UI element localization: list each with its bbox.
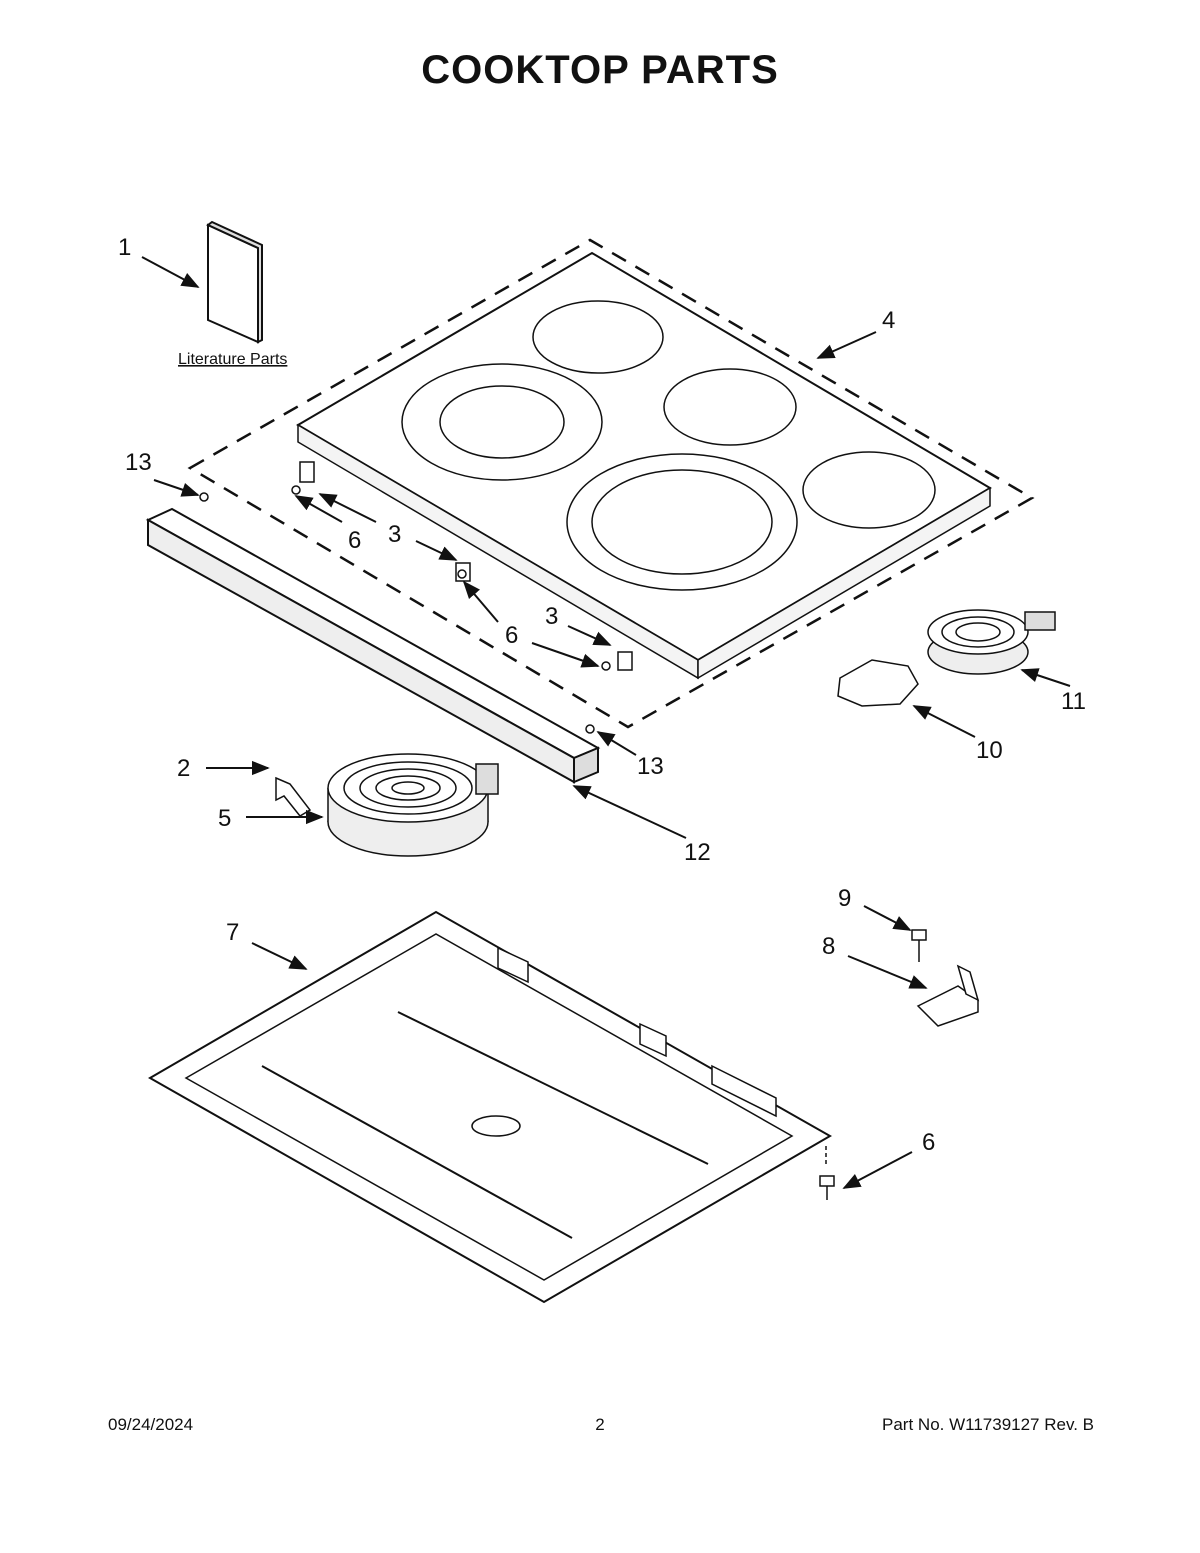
burner-ring-front-outer <box>566 453 798 591</box>
front-trim-bar <box>145 507 601 784</box>
leader-arrows <box>141 256 1071 1189</box>
callout-5: 5 <box>218 805 231 832</box>
literature-parts-label: Literature Parts <box>178 351 287 368</box>
callout-3-left: 3 <box>388 521 401 548</box>
burner-ring-rear-left <box>532 300 664 374</box>
screws-13 <box>199 492 595 734</box>
radiant-element-large <box>327 753 499 857</box>
callout-12: 12 <box>684 839 711 866</box>
burner-ring-left-outer <box>401 363 603 481</box>
mounting-bracket <box>916 964 980 1027</box>
callout-4: 4 <box>882 307 895 334</box>
screw-6-lower <box>819 1146 835 1200</box>
burner-ring-left-inner <box>439 385 565 459</box>
callout-13-upper: 13 <box>125 449 152 476</box>
footer-part-number: Part No. W11739127 Rev. B <box>882 1415 1094 1434</box>
burner-ring-front-inner <box>591 469 773 575</box>
radiant-element-small <box>927 609 1056 675</box>
burner-ring-right <box>802 451 936 529</box>
callout-1: 1 <box>118 234 131 261</box>
literature-booklet <box>206 220 263 344</box>
callout-11: 11 <box>1061 688 1086 715</box>
callout-13-lower: 13 <box>637 753 664 780</box>
sensor-plate <box>837 659 919 707</box>
footer-page-number: 2 <box>595 1415 605 1434</box>
callout-6-lower: 6 <box>922 1129 935 1156</box>
screw-9 <box>911 929 927 962</box>
callout-6-middle: 6 <box>505 622 518 649</box>
burner-ring-rear-right <box>663 368 797 446</box>
callout-8: 8 <box>822 933 835 960</box>
glass-cooktop <box>296 251 992 680</box>
callout-7: 7 <box>226 919 239 946</box>
element-bracket <box>275 776 312 817</box>
assembly-dashed-outline <box>187 238 1035 729</box>
page-title: COOKTOP PARTS <box>421 48 779 92</box>
callout-2: 2 <box>177 755 190 782</box>
cooktop-bottom-tray <box>147 910 833 1304</box>
footer-date: 09/24/2024 <box>108 1415 194 1434</box>
callout-6-upper: 6 <box>348 527 361 554</box>
callout-9: 9 <box>838 885 851 912</box>
callout-10: 10 <box>976 737 1003 764</box>
callout-3-right: 3 <box>545 603 558 630</box>
